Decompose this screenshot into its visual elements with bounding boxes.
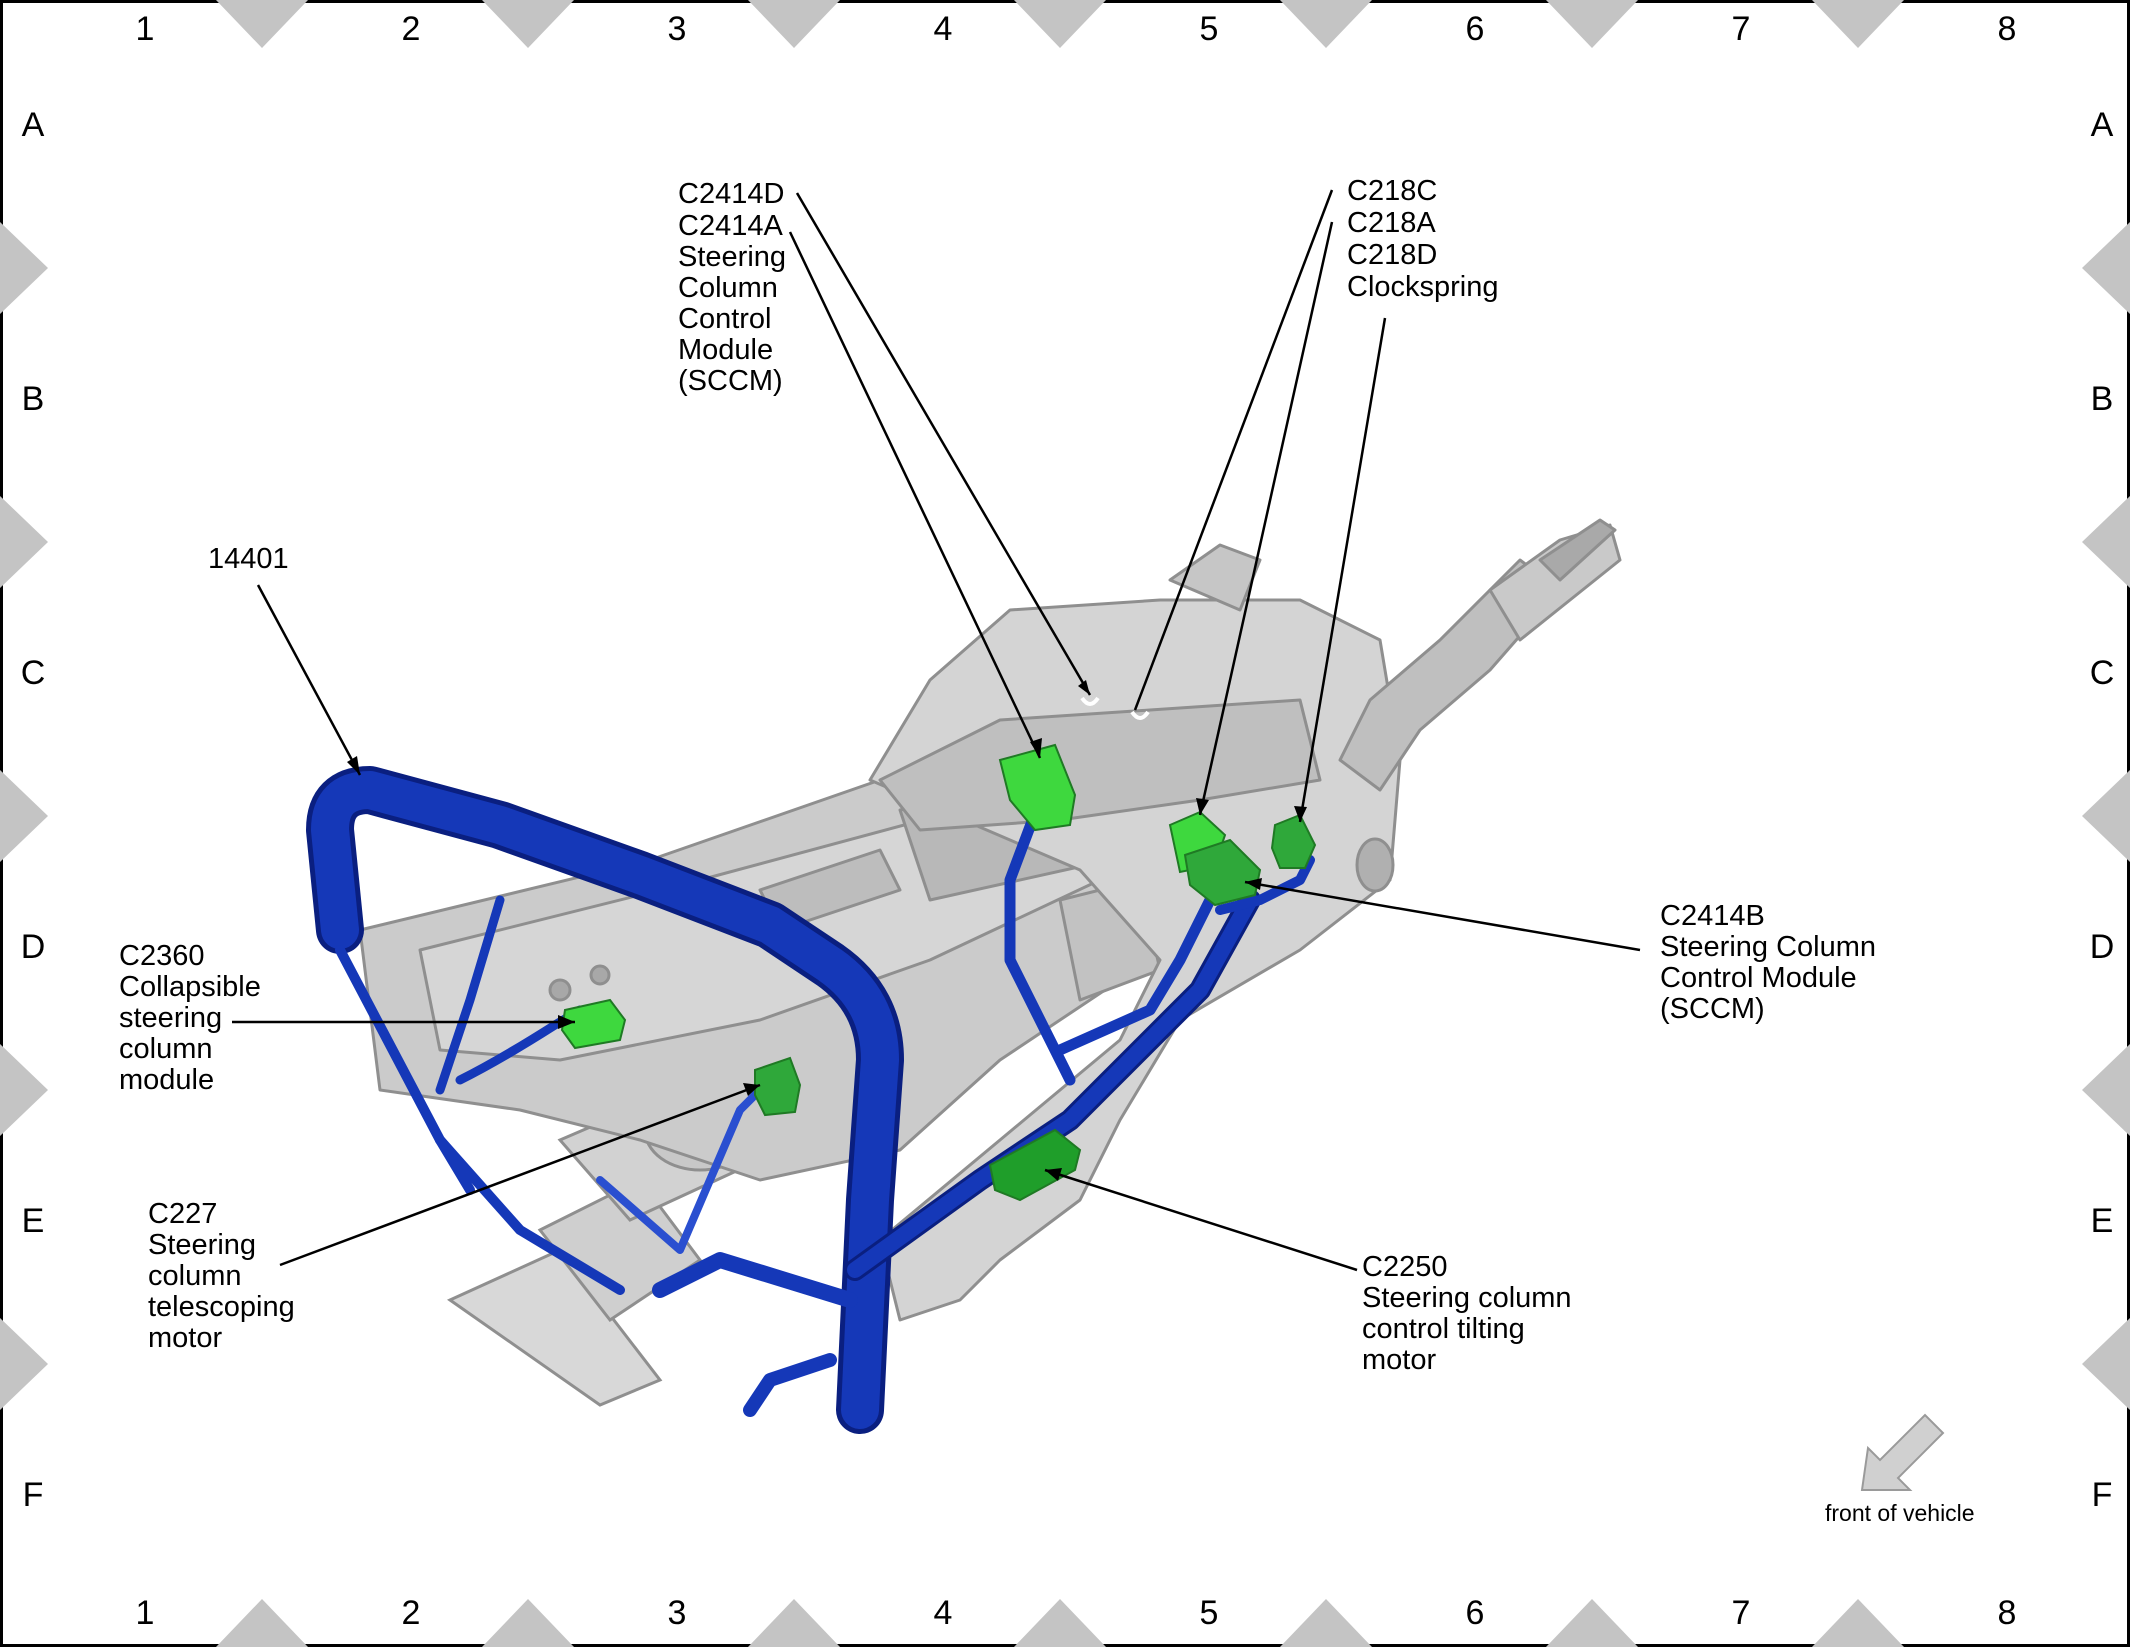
callout-sccm-lower-line-2: Steering Column	[1660, 931, 1876, 963]
callout-c2250-label: C2250	[1362, 1251, 1447, 1283]
front-of-vehicle-indicator: front of vehicle	[1825, 1413, 1975, 1526]
callout-clockspring: C218C C218A C218D Clockspring	[1347, 175, 1499, 303]
callout-c2414b-label: C2414B	[1660, 900, 1765, 932]
leader-c2414a	[788, 231, 1042, 759]
grid-row-d-right: D	[2090, 928, 2115, 966]
callout-sccm-lower-line-3: Control Module	[1660, 962, 1857, 994]
grid-row-a: A	[22, 106, 45, 144]
callout-c218d-label: C218D	[1347, 239, 1437, 271]
steering-column-shroud	[868, 543, 1402, 1322]
grid-row-b: B	[22, 380, 45, 418]
leader-c218a	[1198, 221, 1334, 816]
grid-col-2: 2	[402, 10, 421, 48]
callout-sccm-upper-line-4: Column	[678, 272, 778, 304]
grid-col-5: 5	[1200, 10, 1219, 48]
callout-c218c-label: C218C	[1347, 175, 1437, 207]
grid-col-5-bottom: 5	[1200, 1594, 1219, 1632]
grid-column-labels-top: 1 2 3 4 5 6 7 8	[136, 10, 2017, 48]
grid-col-3: 3	[668, 10, 687, 48]
grid-col-4-bottom: 4	[934, 1594, 953, 1632]
connector-c2360	[560, 998, 627, 1050]
grid-row-a-right: A	[2091, 106, 2114, 144]
grid-col-8: 8	[1998, 10, 2017, 48]
callout-collapsible: C2360 Collapsible steering column module	[119, 940, 269, 1096]
leader-c227	[279, 1083, 761, 1267]
leader-c2250	[1044, 1168, 1358, 1272]
grid-col-3-bottom: 3	[668, 1594, 687, 1632]
callout-collapsible-line-3: steering	[119, 1002, 222, 1034]
callout-clockspring-line-4: Clockspring	[1347, 271, 1499, 303]
grid-col-2-bottom: 2	[402, 1594, 421, 1632]
grid-col-6: 6	[1466, 10, 1485, 48]
grid-column-labels-bottom: 1 2 3 4 5 6 7 8	[136, 1594, 2017, 1632]
connector-c2414d-c2414a	[998, 743, 1077, 832]
callout-sccm-upper-line-5: Control	[678, 303, 772, 335]
callout-c227-label: C227	[148, 1198, 217, 1230]
callout-telescoping: C227 Steering column telescoping motor	[148, 1198, 303, 1354]
callout-tilting-line-4: motor	[1362, 1344, 1436, 1376]
grid-row-labels-left: A B C D E F	[21, 106, 46, 1514]
callout-tilting-line-3: control tilting	[1362, 1313, 1525, 1345]
leader-c218c	[1133, 189, 1334, 711]
grid-row-d: D	[21, 928, 46, 966]
callout-collapsible-line-5: module	[119, 1064, 214, 1096]
grid-col-8-bottom: 8	[1998, 1594, 2017, 1632]
grid-col-1-bottom: 1	[136, 1594, 155, 1632]
callout-telescoping-line-3: column	[148, 1260, 242, 1292]
front-arrow-icon	[1860, 1413, 1945, 1491]
callout-c2414a-label: C2414A	[678, 210, 783, 242]
grid-col-6-bottom: 6	[1466, 1594, 1485, 1632]
callout-c2360-label: C2360	[119, 940, 204, 972]
grid-row-e: E	[22, 1202, 45, 1240]
callout-collapsible-line-4: column	[119, 1033, 213, 1065]
leader-c2414b	[1244, 880, 1641, 952]
steering-column-illustration	[306, 518, 1622, 1434]
callout-tilting: C2250 Steering column control tilting mo…	[1362, 1251, 1580, 1376]
clip-marks	[1080, 696, 1150, 720]
callout-telescoping-line-5: motor	[148, 1322, 222, 1354]
grid-row-c-right: C	[2090, 654, 2115, 692]
callout-collapsible-line-2: Collapsible	[119, 971, 261, 1003]
connectors	[560, 743, 1317, 1202]
grid-row-labels-right: A B C D E F	[2090, 106, 2115, 1514]
connector-c227	[754, 1056, 802, 1117]
leader-14401	[256, 584, 362, 776]
callout-sccm-upper-line-3: Steering	[678, 241, 786, 273]
leader-c218d	[1298, 317, 1387, 823]
leader-lines	[232, 189, 1641, 1272]
leader-c2414d	[795, 192, 1092, 696]
callout-14401: 14401	[208, 543, 289, 575]
grid-row-c: C	[21, 654, 46, 692]
callout-sccm-lower-line-4: (SCCM)	[1660, 993, 1765, 1025]
wiring-harness-14401	[306, 766, 1315, 1434]
front-of-vehicle-label: front of vehicle	[1825, 1500, 1975, 1526]
grid-col-1: 1	[136, 10, 155, 48]
grid-row-f-right: F	[2092, 1476, 2113, 1514]
grid-col-4: 4	[934, 10, 953, 48]
grid-row-e-right: E	[2091, 1202, 2114, 1240]
grid-row-f: F	[23, 1476, 44, 1514]
connector-c2250	[988, 1128, 1082, 1202]
callout-tilting-line-2: Steering column	[1362, 1282, 1572, 1314]
callout-sccm-lower: C2414B Steering Column Control Module (S…	[1660, 900, 1884, 1025]
callout-telescoping-line-4: telescoping	[148, 1291, 295, 1323]
callout-sccm-upper: C2414D C2414A Steering Column Control Mo…	[678, 178, 794, 397]
callout-sccm-upper-line-6: Module	[678, 334, 773, 366]
leader-arrowheads	[347, 680, 1307, 1181]
grid-col-7: 7	[1732, 10, 1751, 48]
callout-c2414d-label: C2414D	[678, 178, 784, 210]
grid-row-b-right: B	[2091, 380, 2114, 418]
callout-telescoping-line-2: Steering	[148, 1229, 256, 1261]
callout-c218a-label: C218A	[1347, 207, 1436, 239]
connector-c2414b	[1183, 838, 1262, 907]
callout-sccm-upper-line-7: (SCCM)	[678, 365, 783, 397]
turn-signal-stalk	[1338, 518, 1622, 792]
grid-col-7-bottom: 7	[1732, 1594, 1751, 1632]
